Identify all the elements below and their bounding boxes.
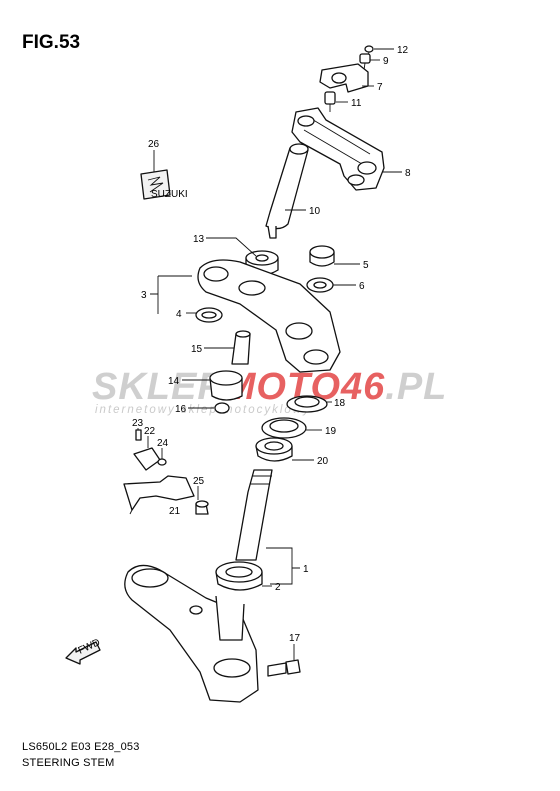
part-25-plug (195, 500, 209, 515)
callout-14: 14 (168, 376, 180, 387)
watermark: SKLEPMOTO46.PL internetowy sklep motocyk… (92, 366, 447, 416)
part-24-washer (157, 458, 167, 466)
callout-3: 3 (141, 290, 147, 301)
part-2-lower-bearing (215, 561, 263, 591)
watermark-suffix: .PL (385, 366, 447, 408)
emblem-text: SUZUKI (151, 189, 188, 200)
part-5-cap-nut (309, 245, 335, 267)
part-17-bolt (267, 659, 301, 677)
part-18-dust-seal (286, 395, 328, 413)
part-20-bearing (255, 437, 293, 462)
figure-name: STEERING STEM (22, 757, 115, 769)
callout-2: 2 (275, 582, 281, 593)
leader-lines (137, 48, 402, 660)
callout-5: 5 (363, 260, 369, 271)
callout-4: 4 (176, 309, 182, 320)
part-6-washer (306, 277, 334, 293)
callout-10: 10 (309, 206, 321, 217)
part-8-handlebar-holder (291, 107, 385, 191)
part-7-handlebar-upper-clamp (319, 63, 369, 93)
callout-8: 8 (405, 168, 411, 179)
callout-21: 21 (169, 506, 181, 517)
part-4-washer (195, 307, 223, 323)
callout-20: 20 (317, 456, 329, 467)
forward-arrow-icon: FWD (65, 637, 102, 665)
callout-numbers: 12 9 7 11 8 26 10 13 5 3 6 4 15 14 18 16… (132, 45, 411, 644)
watermark-right: 46 (340, 366, 385, 408)
watermark-tagline: internetowy sklep motocyklowy (95, 404, 311, 416)
callout-12: 12 (397, 45, 409, 56)
part-19-bearing-race (261, 417, 307, 439)
figure-code: LS650L2 E03 E28_053 (22, 741, 140, 753)
callout-18: 18 (334, 398, 346, 409)
part-14-bushing (209, 370, 243, 401)
part-10-stem-column (265, 143, 309, 239)
callout-6: 6 (359, 281, 365, 292)
callout-9: 9 (383, 56, 389, 67)
callout-17: 17 (289, 633, 301, 644)
figure-title: FIG.53 (22, 32, 81, 53)
callout-13: 13 (193, 234, 205, 245)
part-21-lock-body (123, 475, 195, 515)
part-26-suzuki-emblem: SUZUKI (140, 169, 188, 200)
callout-7: 7 (377, 82, 383, 93)
callout-15: 15 (191, 344, 203, 355)
part-1-steering-stem (235, 469, 273, 561)
callout-23: 23 (132, 418, 144, 429)
part-11-bolt (324, 91, 336, 112)
part-15-tube (231, 330, 251, 365)
watermark-left: SKLEP (92, 366, 224, 408)
callout-22: 22 (144, 426, 156, 437)
callout-24: 24 (157, 438, 169, 449)
part-3-upper-bracket (197, 259, 341, 373)
lower-bracket (124, 564, 259, 703)
callout-26: 26 (148, 139, 160, 150)
callout-1: 1 (303, 564, 309, 575)
callout-19: 19 (325, 426, 337, 437)
part-16-nut (214, 402, 230, 414)
callout-11: 11 (351, 98, 362, 109)
callout-25: 25 (193, 476, 205, 487)
part-22-bracket (133, 447, 161, 471)
part-23-screw (135, 429, 142, 441)
svg-text:SKLEPMOTO46.PL: SKLEPMOTO46.PL (92, 366, 447, 408)
callout-16: 16 (175, 404, 187, 415)
